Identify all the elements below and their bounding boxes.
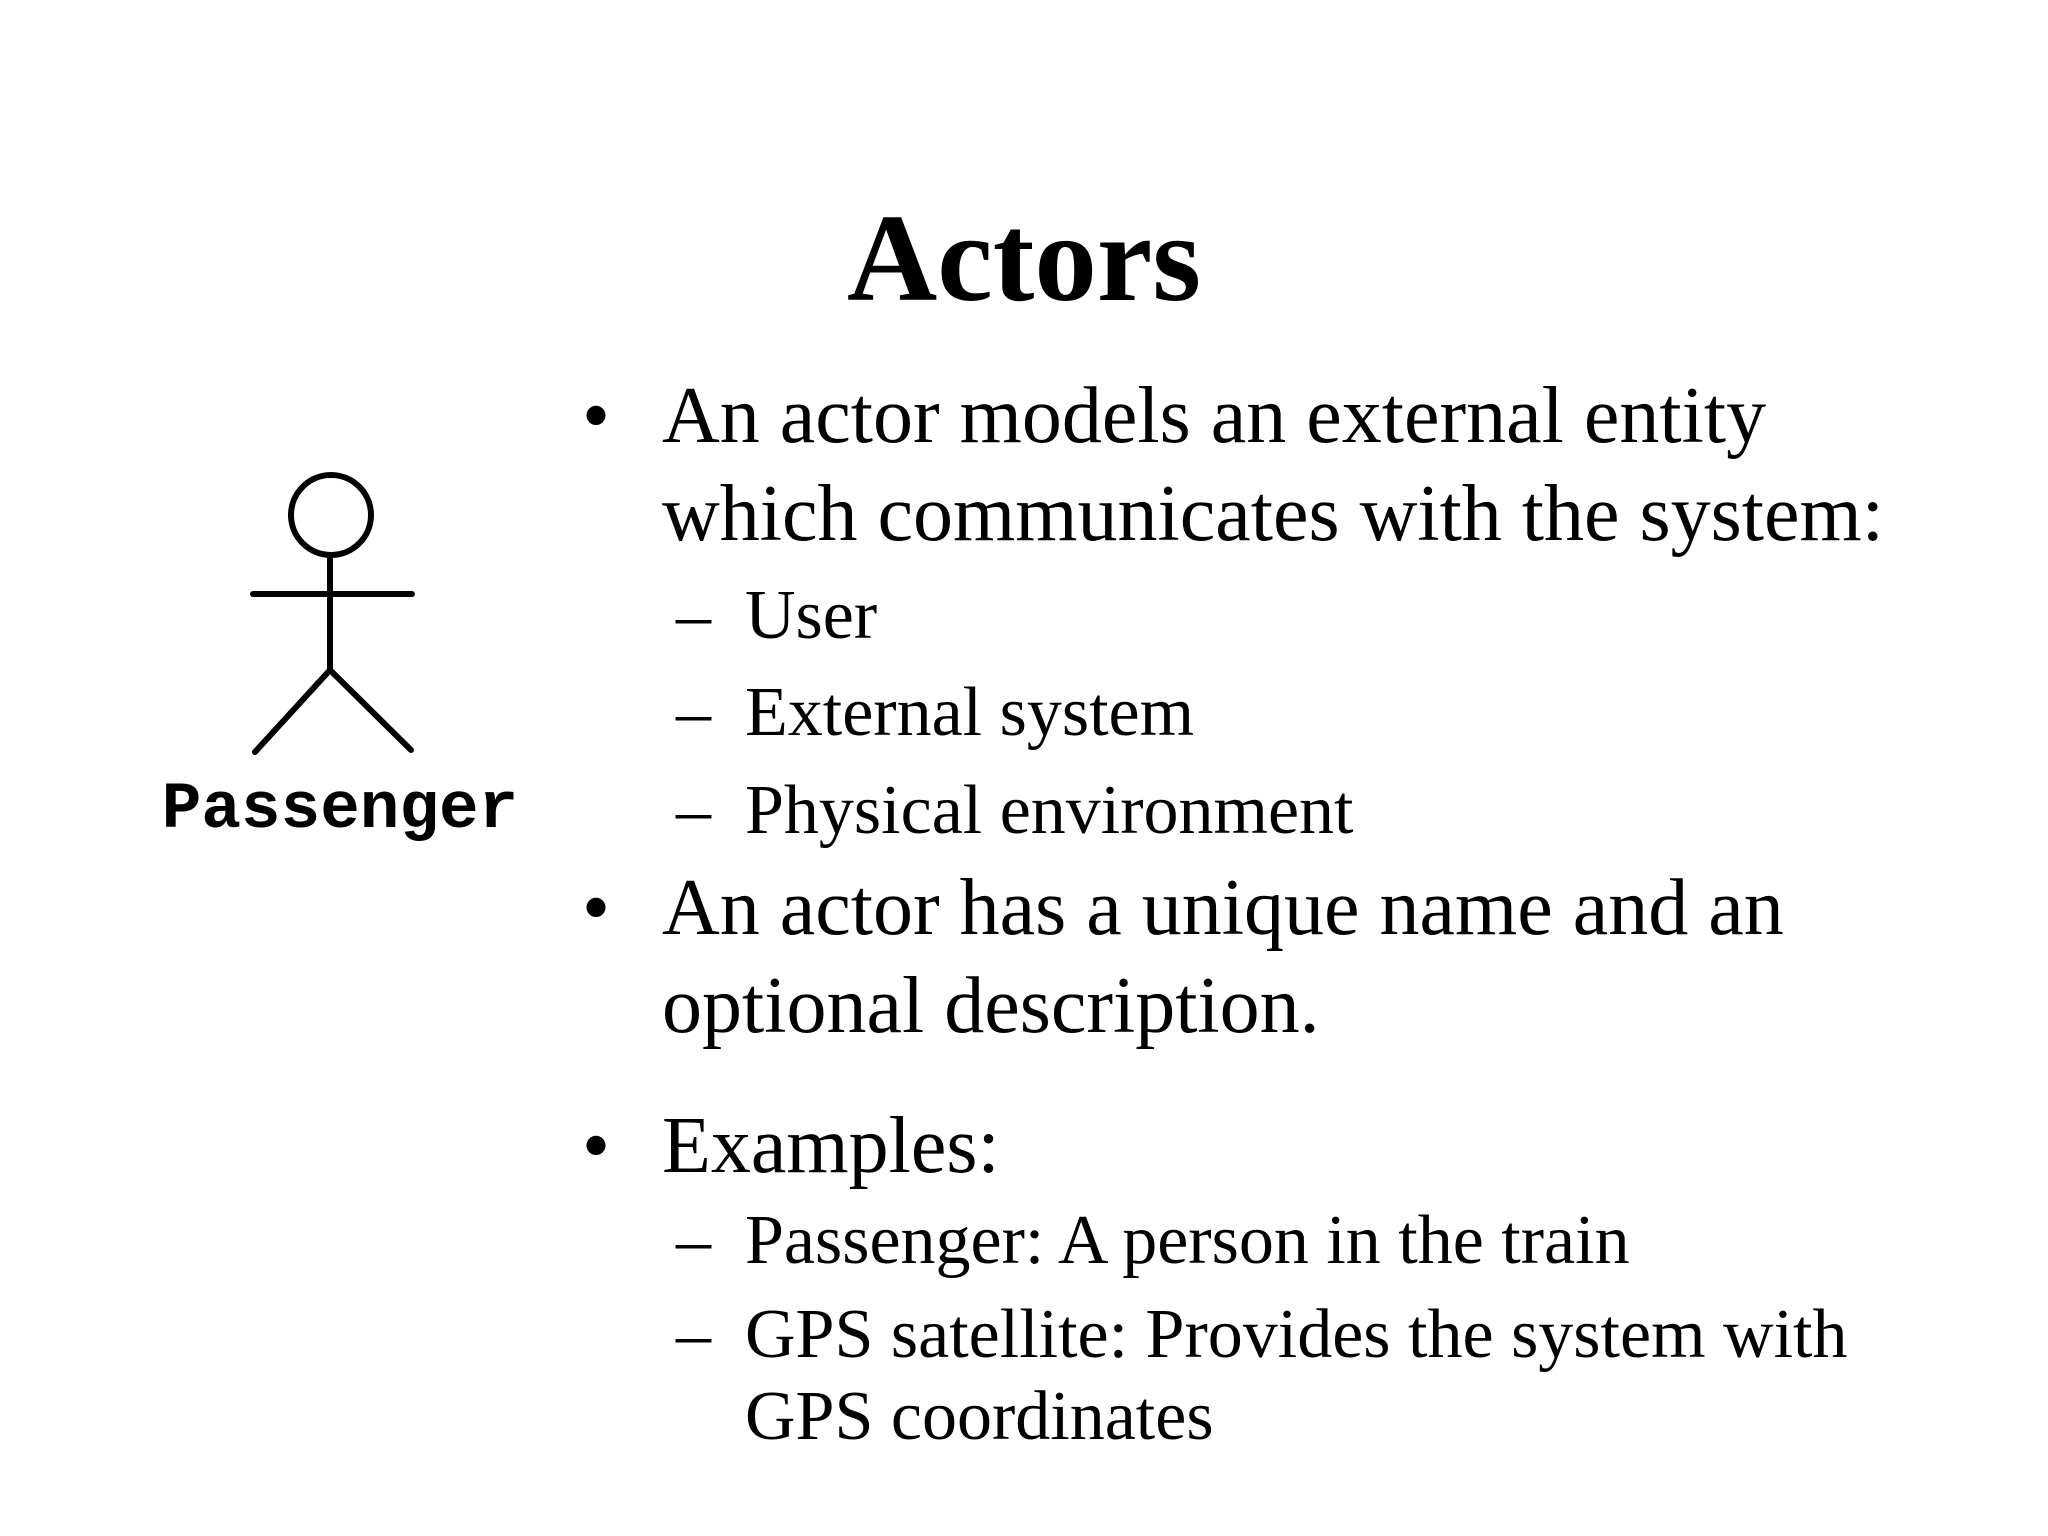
bullet-icon: • <box>582 864 611 952</box>
sub-bullet-text: User <box>745 577 878 654</box>
dash-icon: – <box>676 577 711 654</box>
sub-bullet-passenger-example: – Passenger: A person in the train <box>676 1200 1895 1282</box>
bullet-item-1: • An actor models an external entity whi… <box>580 367 1952 563</box>
dash-icon: – <box>676 1296 711 1373</box>
sub-bullet-gps-satellite-example: – GPS satellite: Provides the system wit… <box>676 1294 1895 1458</box>
bullet-item-2: • An actor has a unique name and an opti… <box>580 859 1952 1055</box>
slide-title: Actors <box>846 189 1201 328</box>
sub-bullet-user: – User <box>676 575 1895 657</box>
actor-label: Passenger <box>161 772 519 847</box>
dash-icon: – <box>676 674 711 751</box>
dash-icon: – <box>676 772 711 849</box>
bullet-text: An actor models an external entity which… <box>662 372 1884 558</box>
bullet-text: An actor has a unique name and an option… <box>662 864 1784 1050</box>
sub-bullet-text: Physical environment <box>745 772 1354 849</box>
bullet-icon: • <box>582 1102 611 1190</box>
dash-icon: – <box>676 1202 711 1279</box>
sub-bullet-external-system: – External system <box>676 672 1895 754</box>
bullet-text: Examples: <box>662 1102 1000 1190</box>
sub-bullet-text: External system <box>745 674 1195 751</box>
uml-actor-icon <box>250 472 415 755</box>
sub-bullet-text: Passenger: A person in the train <box>745 1202 1630 1279</box>
sub-bullet-physical-environment: – Physical environment <box>676 770 1895 852</box>
bullet-item-3: • Examples: <box>580 1097 1952 1195</box>
actor-left-leg <box>252 667 333 755</box>
actor-head <box>288 472 374 558</box>
sub-bullet-text: GPS satellite: Provides the system with … <box>745 1296 1848 1455</box>
actor-right-leg <box>327 667 414 753</box>
bullet-icon: • <box>582 372 611 460</box>
